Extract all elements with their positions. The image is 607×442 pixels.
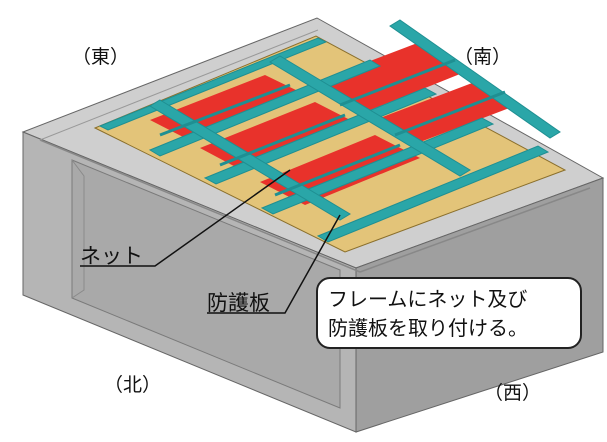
cross-beam-1 [149, 99, 351, 221]
direction-label-south: （南） [454, 46, 512, 68]
brace-5 [394, 90, 506, 137]
brace-4 [339, 58, 456, 107]
instruction-note-box: フレームにネット及び 防護板を取り付ける。 [316, 277, 582, 349]
box-inner-panel [71, 159, 341, 409]
brace-1 [159, 83, 291, 137]
beam-5 [316, 145, 550, 243]
net-callout-label: ネット [80, 244, 143, 268]
net-leader-line [80, 169, 291, 267]
note-line-1: フレームにネット及び [328, 287, 528, 311]
note-line-2: 防護板を取り付ける。 [328, 316, 528, 340]
cross-beam-3 [389, 19, 561, 139]
brace-2 [219, 113, 346, 167]
beam-3 [203, 87, 438, 185]
beam-4 [260, 117, 495, 215]
protection-plate-callout-label: 防護板 [207, 291, 270, 315]
box-edge-groove-back [39, 29, 319, 141]
box-inner-chamfer [71, 159, 85, 299]
deck-plates [93, 35, 567, 253]
direction-label-east: （東） [72, 46, 130, 68]
box-edge-groove-left [39, 139, 361, 273]
plate-leader-line [207, 214, 341, 314]
direction-label-north: （北） [104, 374, 162, 396]
direction-label-west: （西） [484, 382, 542, 404]
frame-beams [98, 19, 561, 243]
box-edge-groove-right [359, 187, 591, 273]
net-panel-4 [320, 42, 470, 110]
frame-bracing [159, 58, 506, 197]
brace-3 [274, 143, 401, 197]
